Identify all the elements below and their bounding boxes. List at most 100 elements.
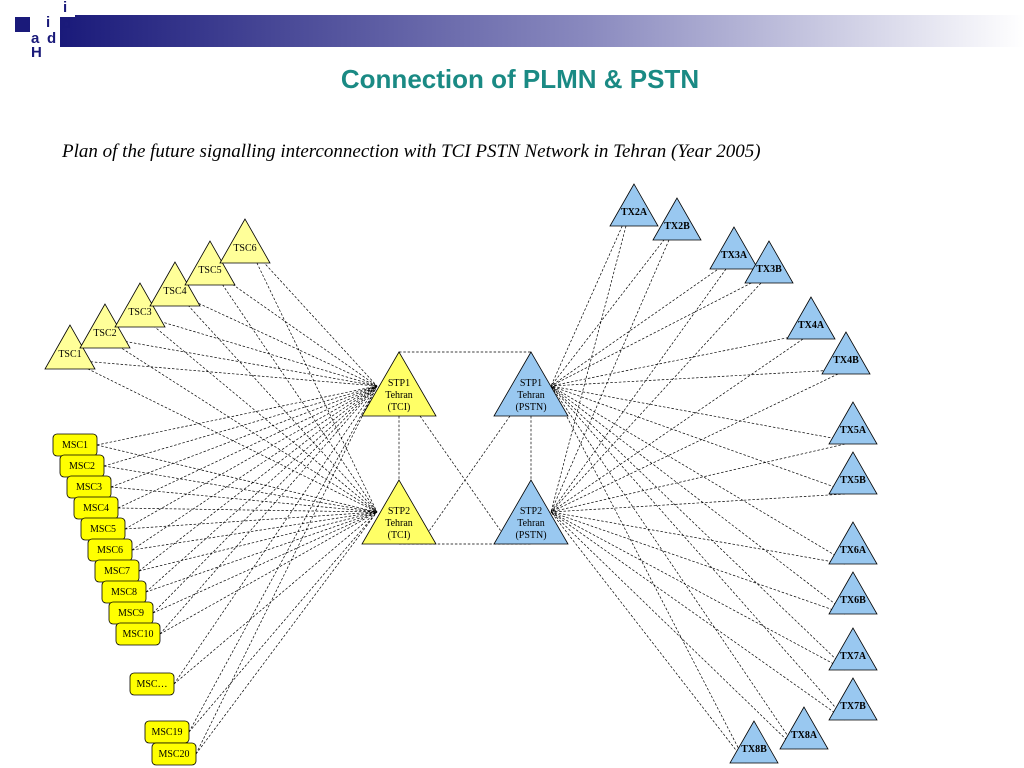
tx-label: TX5B — [840, 475, 866, 486]
logo-letter: d — [62, 15, 72, 32]
signalling-link — [419, 415, 511, 545]
msc-label: MSC10 — [122, 629, 153, 640]
signalling-link — [550, 511, 747, 764]
signalling-link — [550, 282, 762, 513]
stp-triangle — [493, 479, 569, 545]
tx-tx3a: TX3A — [709, 226, 759, 270]
tx-label: TX8B — [741, 744, 767, 755]
stp-triangle — [361, 479, 437, 545]
tx-triangle — [828, 677, 878, 721]
logo-letter: a — [31, 30, 40, 47]
msc-label: MSC8 — [111, 587, 137, 598]
logo-letter: H — [31, 44, 42, 61]
stp-triangle — [493, 351, 569, 417]
tx-triangle — [652, 197, 702, 241]
signalling-link — [550, 268, 727, 513]
signalling-link — [110, 486, 378, 513]
tsc-label: TSC5 — [198, 265, 221, 276]
stp-label: (TCI) — [388, 530, 411, 541]
signalling-link — [550, 369, 837, 387]
signalling-link — [550, 511, 846, 565]
signalling-link — [116, 339, 378, 387]
signalling-link — [256, 254, 378, 387]
signalling-link — [79, 364, 378, 513]
msc-msc5: MSC5 — [80, 517, 126, 541]
stp-label: (TCI) — [388, 402, 411, 413]
signalling-link — [550, 264, 725, 387]
signalling-link — [124, 385, 378, 530]
signalling-link — [550, 385, 844, 561]
msc-msc: MSC… — [129, 672, 175, 696]
tsc-label: TSC4 — [163, 286, 186, 297]
msc-box — [129, 672, 175, 696]
tx-label: TX8A — [791, 730, 818, 741]
tx-triangle — [828, 401, 878, 445]
tx-tx6b: TX6B — [828, 571, 878, 615]
stp-label: Tehran — [385, 390, 413, 401]
msc-msc2: MSC2 — [59, 454, 105, 478]
msc-msc20: MSC20 — [151, 742, 197, 766]
tx-triangle — [609, 183, 659, 227]
signalling-link — [152, 385, 378, 614]
tx-triangle — [821, 331, 871, 375]
msc-box — [115, 622, 161, 646]
signalling-link — [131, 385, 378, 551]
tx-tx7a: TX7A — [828, 627, 878, 671]
stp-label: STP2 — [388, 506, 410, 517]
signalling-link — [550, 373, 839, 513]
signalling-link — [96, 444, 378, 513]
signalling-link — [550, 334, 802, 387]
signalling-link — [149, 322, 378, 513]
msc-msc3: MSC3 — [66, 475, 112, 499]
tx-triangle — [828, 571, 878, 615]
tx-label: TX6A — [840, 545, 867, 556]
msc-label: MSC2 — [69, 461, 95, 472]
signalling-link — [550, 385, 844, 717]
tx-triangle — [729, 720, 779, 764]
msc-msc6: MSC6 — [87, 538, 133, 562]
signalling-link — [550, 443, 846, 513]
signalling-link — [550, 239, 670, 513]
msc-msc9: MSC9 — [108, 601, 154, 625]
signalling-link — [103, 385, 378, 467]
logo-letter: i — [46, 14, 51, 31]
tx-triangle — [709, 226, 759, 270]
msc-msc7: MSC7 — [94, 559, 140, 583]
tx-tx4a: TX4A — [786, 296, 836, 340]
signalling-link — [138, 511, 378, 572]
msc-box — [151, 742, 197, 766]
stp-label: STP1 — [520, 378, 542, 389]
tx-label: TX3B — [756, 264, 782, 275]
msc-msc8: MSC8 — [101, 580, 147, 604]
tsc-label: TSC3 — [128, 307, 151, 318]
signalling-link — [550, 385, 844, 667]
tx-tx7b: TX7B — [828, 677, 878, 721]
signalling-links — [79, 221, 846, 764]
signalling-link — [550, 385, 844, 441]
tx-label: TX2B — [664, 221, 690, 232]
tx-label: TX4B — [833, 355, 859, 366]
msc-msc4: MSC4 — [73, 496, 119, 520]
tx-tx5a: TX5A — [828, 401, 878, 445]
msc-label: MSC20 — [158, 749, 189, 760]
signalling-link — [96, 385, 378, 446]
tsc-tsc6: TSC6 — [219, 218, 271, 264]
signalling-link — [550, 235, 668, 387]
signalling-link — [117, 507, 378, 513]
signalling-link — [173, 385, 378, 685]
signalling-link — [550, 221, 625, 387]
tsc-label: TSC1 — [58, 349, 81, 360]
signalling-link — [131, 511, 378, 551]
logo-letter: d — [47, 30, 57, 47]
signalling-link — [254, 258, 378, 513]
signalling-link — [114, 343, 378, 513]
msc-msc19: MSC19 — [144, 720, 190, 744]
signalling-link — [145, 511, 378, 593]
signalling-link — [103, 465, 378, 513]
tx-tx2a: TX2A — [609, 183, 659, 227]
signalling-link — [152, 511, 378, 614]
